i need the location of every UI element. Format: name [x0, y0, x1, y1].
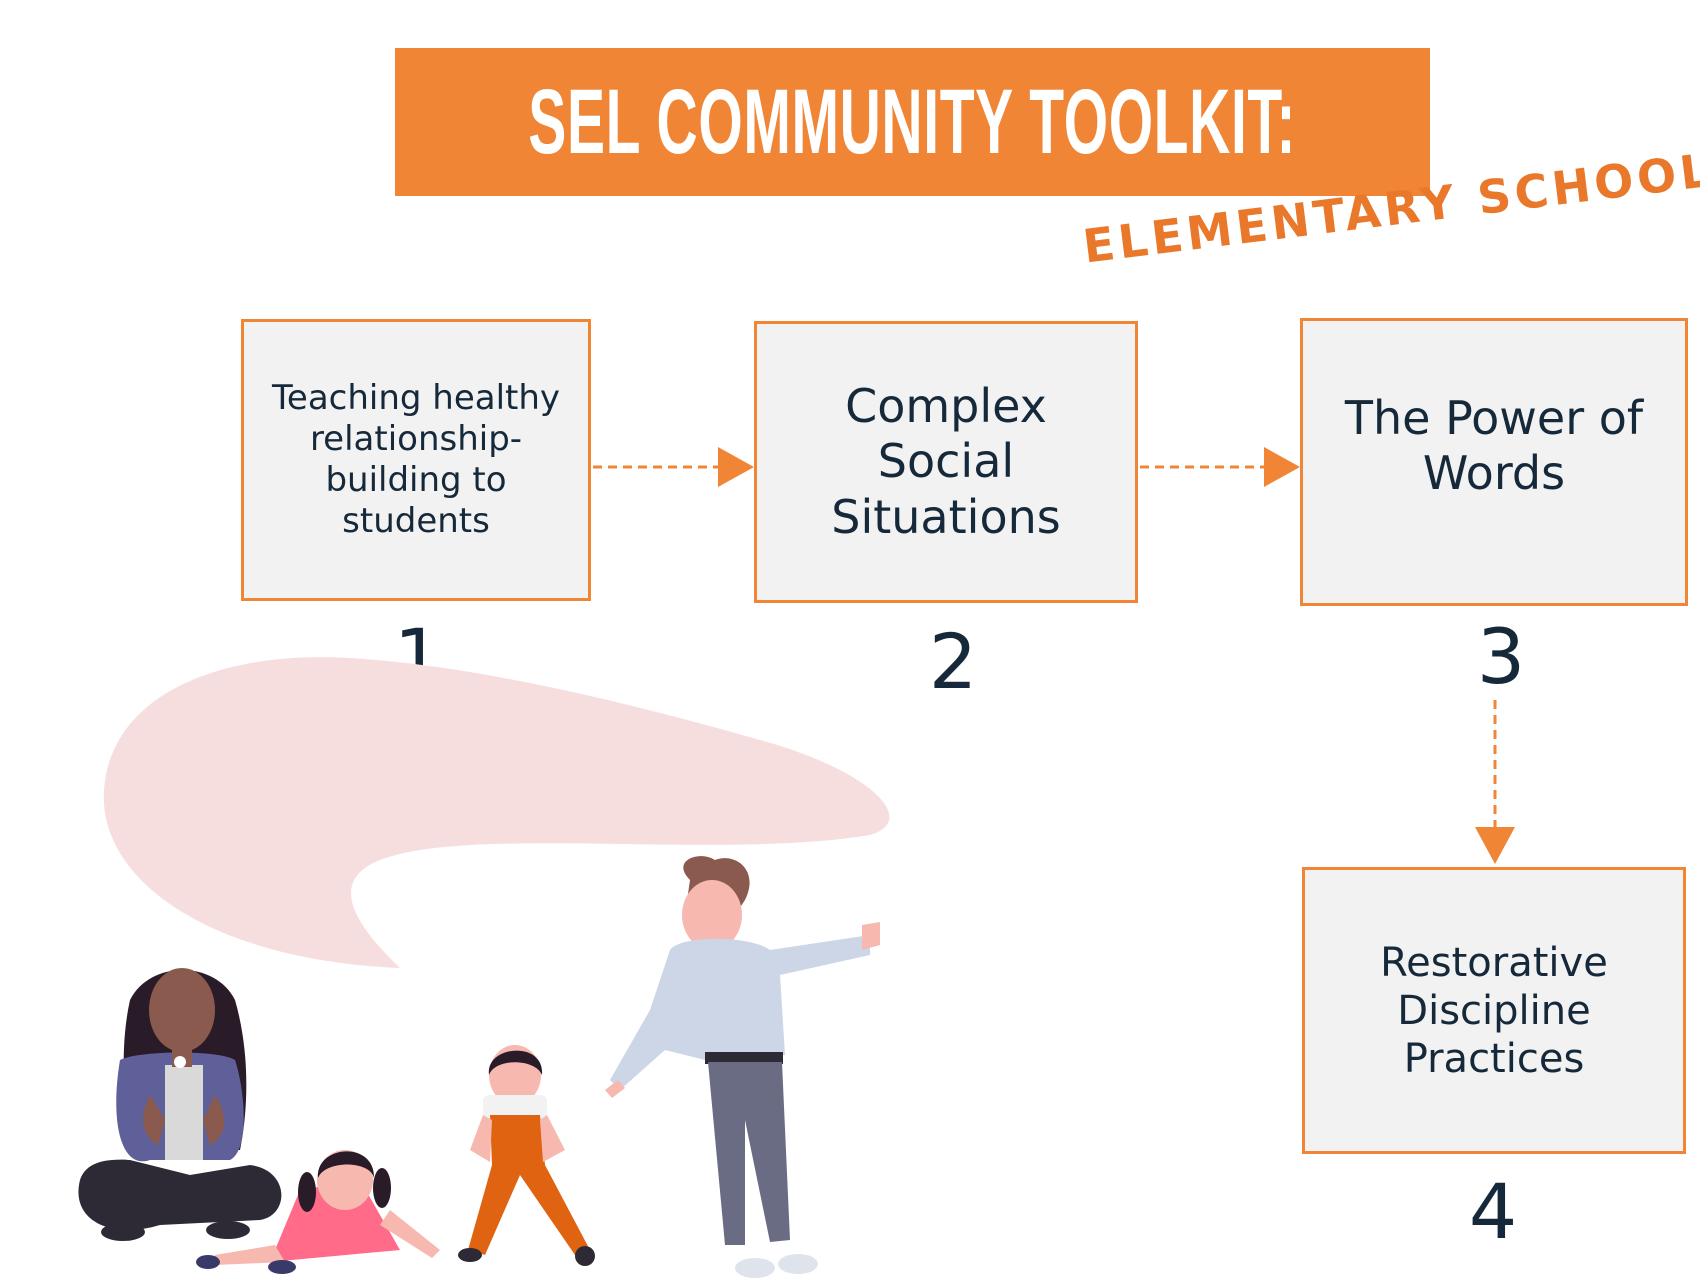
arrow-2-to-3: [1140, 447, 1300, 487]
step-label-4: Restorative Discipline Practices: [1380, 939, 1608, 1082]
speech-bubble-blob: [103, 657, 890, 968]
step-box-4: Restorative Discipline Practices: [1302, 867, 1686, 1154]
girl-sitting-figure: [196, 1150, 440, 1274]
step-label-2: Complex Social Situations: [831, 379, 1061, 544]
arrow-1-to-2: [593, 447, 754, 487]
step-number-3: 3: [1476, 612, 1526, 701]
page-title: SEL COMMUNITY TOOLKIT:: [528, 70, 1297, 173]
step-box-1: Teaching healthy relationship-building t…: [241, 319, 591, 601]
step-box-3: The Power of Words: [1300, 318, 1688, 606]
arrow-3-to-4: [1475, 700, 1515, 864]
step-label-3: The Power of Words: [1344, 391, 1644, 501]
woman-sitting-figure: [78, 968, 282, 1241]
step-box-2: Complex Social Situations: [754, 321, 1138, 603]
young-man-figure: [605, 856, 880, 1278]
step-label-1: Teaching healthy relationship-building t…: [271, 378, 561, 541]
child-standing-figure: [458, 1045, 595, 1266]
title-banner: SEL COMMUNITY TOOLKIT:: [395, 48, 1430, 196]
step-number-4: 4: [1468, 1167, 1518, 1256]
step-number-2: 2: [928, 617, 978, 706]
